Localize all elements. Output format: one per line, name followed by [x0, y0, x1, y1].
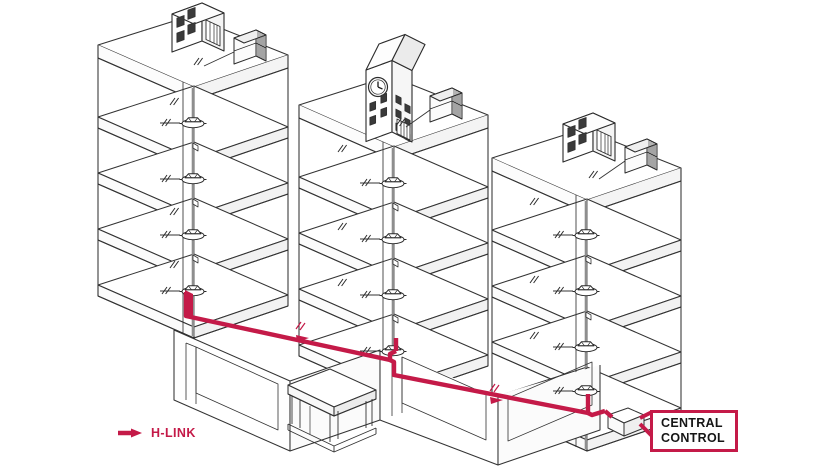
building-1-indoor-units — [160, 97, 208, 297]
hlink-route-arrowheads — [296, 335, 503, 404]
hlink-controller-box — [607, 407, 645, 437]
central-control-callout: CENTRAL CONTROL — [650, 410, 738, 452]
building-1 — [97, 15, 289, 339]
entrance-canopy — [287, 368, 377, 453]
central-control-line-2: CONTROL — [661, 431, 725, 445]
hlink-route — [183, 290, 614, 419]
legend-label: H-LINK — [151, 426, 196, 440]
hlink-route-hatch-marks — [295, 321, 500, 393]
central-control-line-1: CENTRAL — [661, 416, 723, 431]
building-1-floors — [97, 85, 289, 339]
legend: H-LINK — [118, 426, 196, 440]
hlink-arrow-icon — [118, 428, 142, 438]
building-2-indoor-units — [337, 144, 408, 357]
building-3-indoor-units — [529, 197, 601, 397]
